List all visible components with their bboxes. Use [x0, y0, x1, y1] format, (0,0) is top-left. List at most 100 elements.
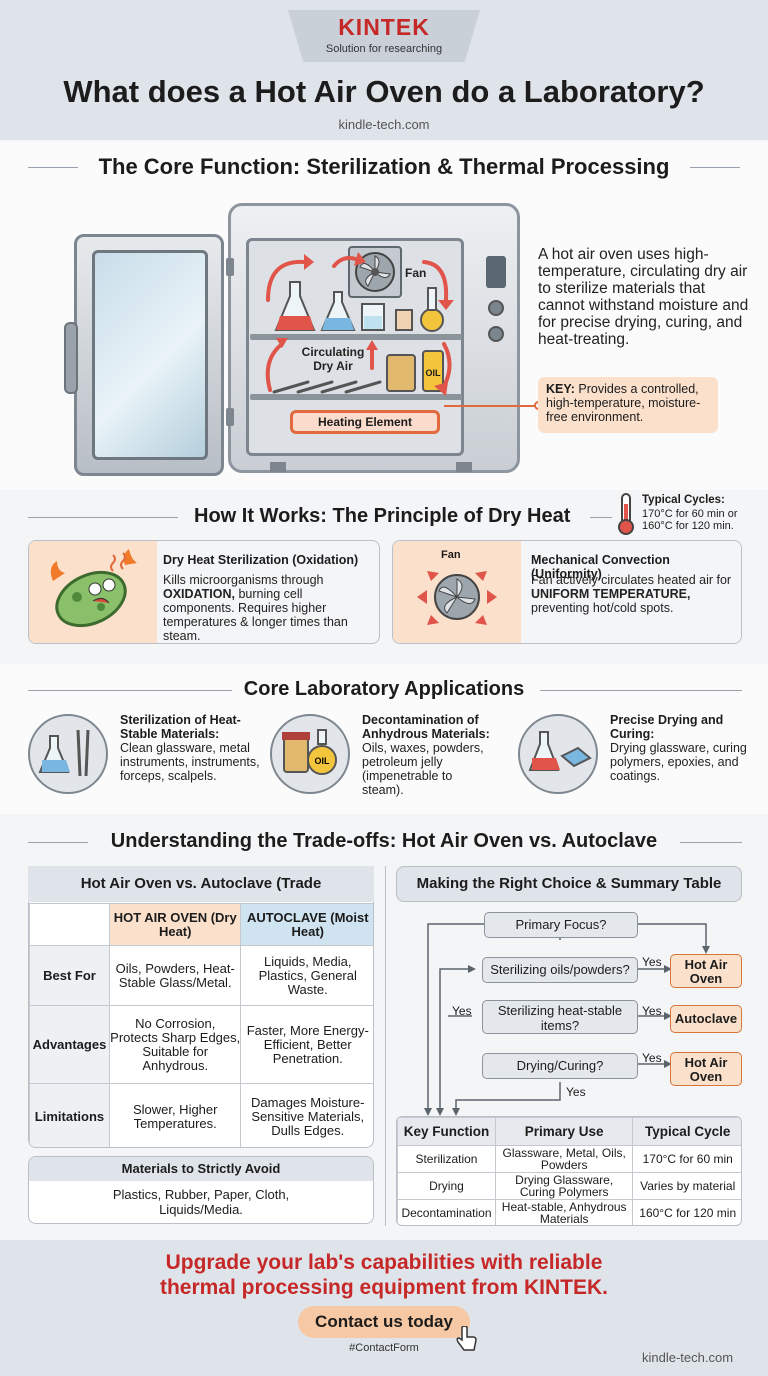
airflow-arrows-icon [265, 252, 454, 396]
summary-cell: Varies by material [632, 1172, 741, 1200]
row-label: Limitations [29, 1083, 110, 1147]
fan-label: Fan [441, 549, 461, 561]
door-handle [64, 322, 78, 394]
callout-line [444, 405, 538, 407]
oven-foot [456, 462, 472, 472]
cycles-text: 170°C for 60 min or 160°C for 120 min. [642, 508, 738, 532]
oven-shelf [250, 394, 462, 400]
divider [28, 167, 78, 168]
convection-fan-icon [417, 571, 497, 625]
comparison-table-title: Hot Air Oven vs. Autoclave (Trade [28, 866, 374, 902]
summary-table-card: Key Function Primary Use Typical Cycle S… [396, 1116, 742, 1226]
app2-title: Decontamination of Anhydrous Materials: [362, 713, 490, 741]
yes-label: Yes [642, 955, 662, 969]
heating-element: Heating Element [290, 410, 440, 434]
oxidation-card: Dry Heat Sterilization (Oxidation) Kills… [28, 540, 380, 644]
divider [28, 517, 178, 518]
fan-label: Fan [405, 266, 427, 280]
table-cell: Oils, Powders, Heat-Stable Glass/Metal. [108, 945, 242, 1006]
comparison-table-card: HOT AIR OVEN (Dry Heat) AUTOCLAVE (Moist… [28, 866, 374, 1148]
col-hot-air-oven: HOT AIR OVEN (Dry Heat) [108, 903, 242, 946]
card1-title: Dry Heat Sterilization (Oxidation) [163, 553, 359, 567]
divider [28, 842, 88, 843]
summary-table: Key Function Primary Use Typical Cycle S… [397, 1117, 741, 1225]
site-link-top[interactable]: kindle-tech.com [338, 117, 430, 132]
table-cell: Liquids, Media, Plastics, General Waste. [240, 945, 373, 1006]
tradeoffs-title: Understanding the Trade-offs: Hot Air Ov… [110, 830, 658, 852]
summary-cell: 170°C for 60 min [632, 1145, 741, 1173]
yes-label: Yes [452, 1004, 472, 1018]
summary-cell: Decontamination [397, 1199, 496, 1225]
core-description: A hot air oven uses high-temperature, ci… [538, 246, 749, 348]
hinge [226, 408, 234, 426]
result-hot-air-oven: Hot Air Oven [670, 954, 742, 988]
drying-app-icon [518, 714, 598, 794]
app3-title: Precise Drying and Curing: [610, 713, 724, 741]
summary-cell: 160°C for 120 min [632, 1199, 741, 1225]
card1-text: Kills microorganisms through OXIDATION, … [163, 573, 348, 643]
summary-cell: Glassware, Metal, Oils, Powders [494, 1145, 634, 1173]
card-icon-bg [29, 541, 157, 643]
summary-header: Typical Cycle [632, 1117, 741, 1146]
microbe-icon [50, 549, 137, 628]
oven-shelf [250, 334, 462, 340]
table-cell: Faster, More Energy-Efficient, Better Pe… [240, 1005, 373, 1084]
summary-cell: Heat-stable, Anhydrous Materials [494, 1199, 634, 1225]
row-label: Advantages [29, 1005, 110, 1084]
result-hot-air-oven-2: Hot Air Oven [670, 1052, 742, 1086]
oven-foot [270, 462, 286, 472]
yes-label: Yes [566, 1085, 586, 1099]
apps-panel [0, 664, 768, 814]
app2-text: Oils, waxes, powders, petroleum jelly (i… [362, 741, 484, 797]
divider [680, 842, 742, 843]
table-cell: No Corrosion, Protects Sharp Edges, Suit… [108, 1005, 242, 1084]
avoid-title: Materials to Strictly Avoid [29, 1157, 373, 1181]
instruments-icon [272, 380, 382, 394]
flow-q-heat-stable: Sterilizing heat-stable items? [482, 1000, 638, 1034]
logo-tab [288, 10, 480, 62]
site-link-bottom[interactable]: kindle-tech.com [642, 1350, 734, 1365]
yes-label: Yes [642, 1004, 662, 1018]
card-icon-bg: Fan [393, 541, 521, 643]
avoid-text: Plastics, Rubber, Paper, Cloth, Liquids/… [112, 1187, 290, 1217]
summary-cell: Sterilization [397, 1145, 496, 1173]
app1-title: Sterilization of Heat-Stable Materials: [120, 713, 241, 741]
result-autoclave: Autoclave [670, 1005, 742, 1033]
brand-logo[interactable]: KINTEK [338, 14, 430, 40]
divider [28, 690, 232, 691]
oil-bottle-icon: OIL [422, 350, 444, 392]
thermometer-icon [618, 493, 634, 535]
flow-q-oils: Sterilizing oils/powders? [482, 957, 638, 983]
yes-label: Yes [642, 1051, 662, 1065]
flow-q-drying: Drying/Curing? [482, 1053, 638, 1079]
glassware-icon [274, 281, 444, 332]
powder-jar-icon [386, 354, 416, 392]
cycles-title: Typical Cycles: [642, 494, 725, 506]
convection-card: Fan Mechanical Convection (Uniformity) F… [392, 540, 742, 644]
flow-primary-focus: Primary Focus? [484, 912, 638, 938]
oil-label: OIL [315, 756, 331, 766]
table-cell: Slower, Higher Temperatures. [108, 1083, 242, 1147]
air-label: Circulating Dry Air [301, 345, 365, 373]
apps-title: Core Laboratory Applications [243, 678, 525, 700]
divider [590, 517, 612, 518]
choice-title: Making the Right Choice & Summary Table [396, 866, 742, 902]
page-title: What does a Hot Air Oven do a Laboratory… [63, 74, 705, 109]
contact-button[interactable]: Contact us today [298, 1306, 470, 1338]
flowchart-connectors [424, 923, 710, 1116]
door-window [92, 250, 208, 460]
cta-text: Upgrade your lab's capabilities with rel… [159, 1251, 609, 1299]
comparison-table: HOT AIR OVEN (Dry Heat) AUTOCLAVE (Moist… [29, 903, 373, 1147]
contact-form-tag[interactable]: #ContactForm [349, 1342, 419, 1354]
app1-text: Clean glassware, metal instruments, inst… [120, 741, 260, 783]
summary-header: Primary Use [494, 1117, 634, 1146]
fan-icon [348, 246, 402, 298]
oven-control-panel [476, 218, 512, 448]
app3-text: Drying glassware, curing polymers, epoxi… [610, 741, 747, 783]
core-title: The Core Function: Sterilization & Therm… [98, 154, 670, 179]
key-label: KEY: [546, 382, 575, 396]
table-cell: Damages Moisture-Sensitive Materials, Du… [240, 1083, 373, 1147]
divider [690, 167, 740, 168]
sterilization-app-icon [28, 714, 108, 794]
avoid-card: Materials to Strictly Avoid Plastics, Ru… [28, 1156, 374, 1224]
